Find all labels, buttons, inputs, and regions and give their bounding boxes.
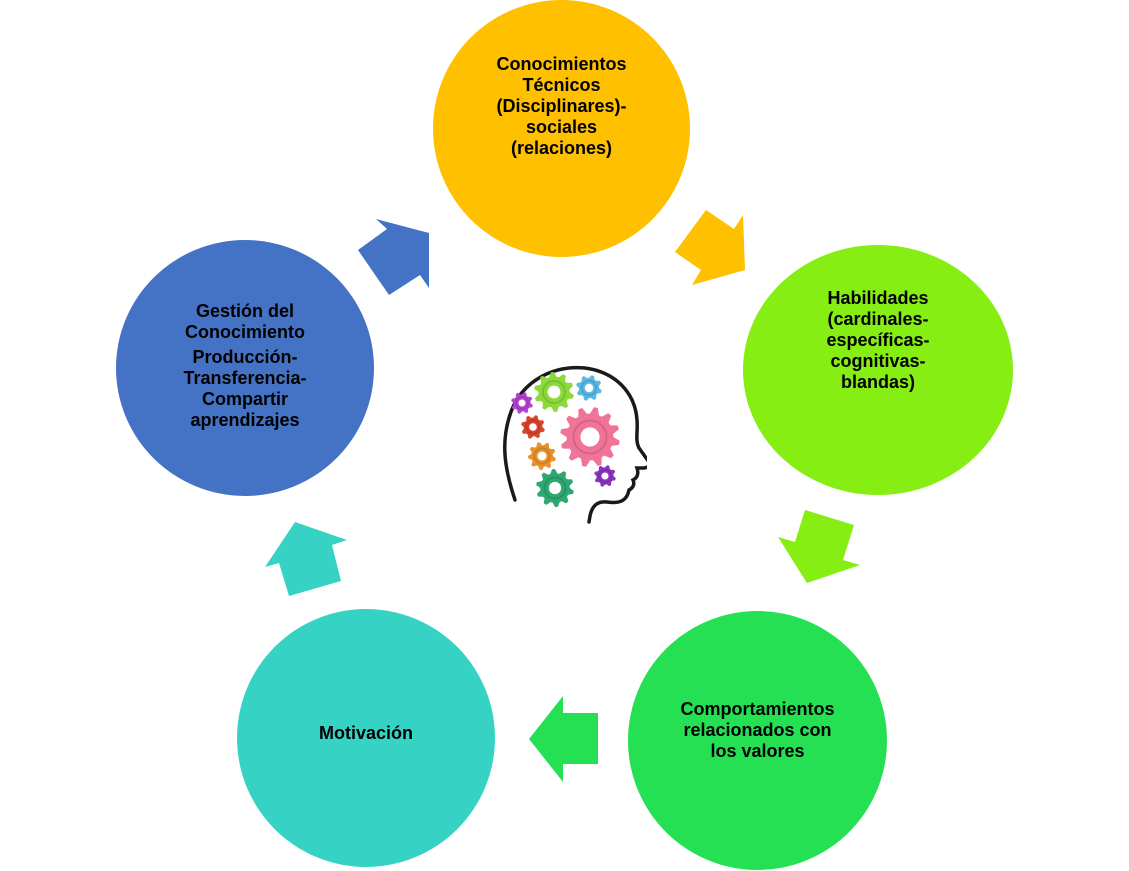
- node-motivacion: Motivación: [237, 609, 495, 867]
- node-label: Conocimientos Técnicos (Disciplinares)- …: [496, 54, 626, 159]
- node-subtitle: Producción- Transferencia- Compartir apr…: [183, 347, 307, 430]
- gear-icon: [528, 442, 556, 470]
- node-label: Gestión del Conocimiento Producción- Tra…: [183, 301, 306, 431]
- gear-icon: [511, 392, 533, 414]
- gear-icon: [560, 407, 620, 467]
- node-text: Conocimientos Técnicos (Disciplinares)- …: [496, 54, 627, 158]
- node-text: Motivación: [318, 722, 413, 743]
- node-label: Motivación: [319, 723, 413, 744]
- head-with-gears-icon: [503, 365, 647, 524]
- head-outline: [503, 365, 647, 524]
- gear-icon: [521, 415, 545, 439]
- node-comportamientos: Comportamientos relacionados con los val…: [628, 611, 887, 870]
- arrow-shape: [778, 510, 860, 583]
- node-text: Habilidades (cardinales- específicas- co…: [826, 287, 930, 392]
- node-label: Comportamientos relacionados con los val…: [680, 699, 834, 762]
- gear-icon: [576, 375, 602, 401]
- node-label: Habilidades (cardinales- específicas- co…: [826, 288, 929, 393]
- node-conocimientos-tecnicos: Conocimientos Técnicos (Disciplinares)- …: [433, 0, 690, 257]
- gear-icon: [534, 372, 574, 412]
- node-title: Gestión del Conocimiento: [185, 301, 305, 342]
- gear-icon: [536, 469, 574, 507]
- node-gestion-del-conocimiento: Gestión del Conocimiento Producción- Tra…: [116, 240, 374, 496]
- arrow-shape: [358, 219, 429, 295]
- node-habilidades: Habilidades (cardinales- específicas- co…: [743, 245, 1013, 495]
- arrow-shape: [675, 210, 745, 285]
- arrow-shape: [529, 696, 598, 782]
- gear-icon: [594, 465, 616, 487]
- arrow-shape: [265, 522, 347, 596]
- node-text: Comportamientos relacionados con los val…: [680, 699, 835, 761]
